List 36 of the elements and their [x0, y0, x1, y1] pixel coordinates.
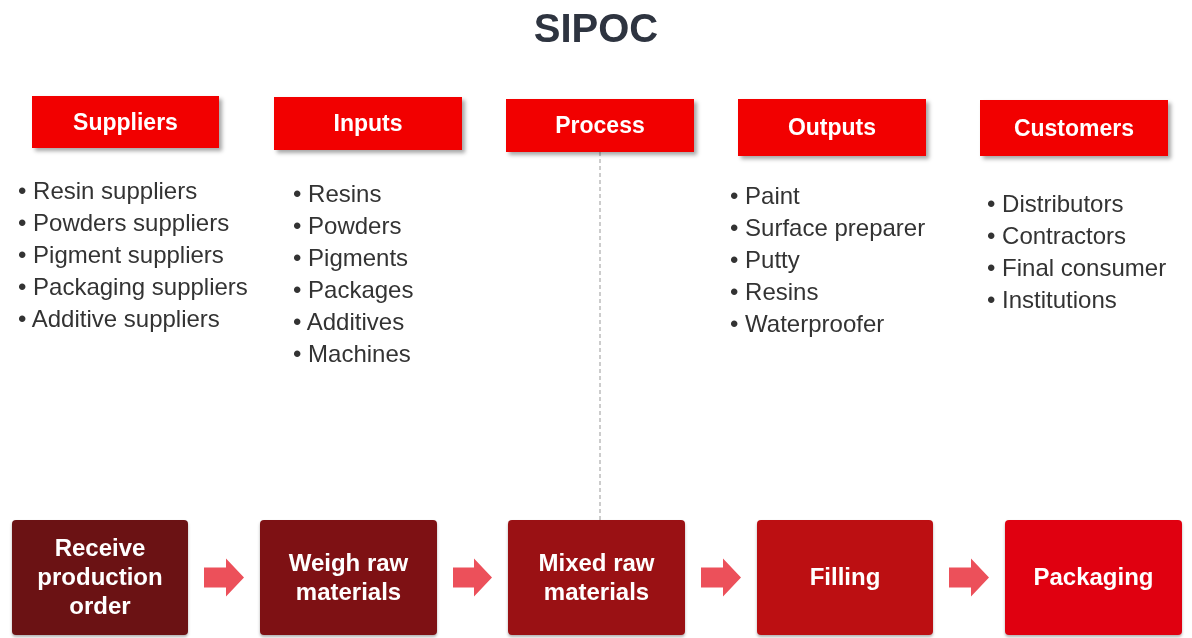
category-header: Inputs: [274, 97, 462, 150]
list-item: • Resins: [730, 277, 820, 307]
category-header: Outputs: [738, 99, 926, 156]
list-item: • Surface preparer: [730, 213, 927, 243]
list-item: • Paint: [730, 181, 801, 211]
block-arrow: [453, 558, 492, 597]
block-arrow: [701, 558, 741, 597]
process-step-box: Packaging: [1005, 520, 1182, 635]
block-arrow: [949, 558, 989, 597]
list-item: • Resin suppliers: [18, 176, 199, 206]
title: SIPOC: [532, 6, 660, 51]
list-item: • Machines: [293, 339, 412, 369]
list-item: • Pigments: [293, 243, 410, 273]
process-step-box: Weigh raw materials: [260, 520, 437, 635]
list-item: • Institutions: [987, 285, 1118, 315]
list-item: • Pigment suppliers: [18, 240, 225, 270]
list-item: • Packages: [293, 275, 415, 305]
process-step-box: Mixed raw materials: [508, 520, 685, 635]
category-header: Customers: [980, 100, 1168, 156]
process-step-box: Filling: [757, 520, 933, 635]
list-item: • Additives: [293, 307, 406, 337]
block-arrow: [204, 558, 244, 597]
list-item: • Final consumer: [987, 253, 1168, 283]
list-item: • Powders: [293, 211, 403, 241]
list-item: • Putty: [730, 245, 801, 275]
category-header: Suppliers: [32, 96, 219, 148]
dashed-connector: [599, 151, 601, 521]
list-item: • Resins: [293, 179, 383, 209]
list-item: • Waterproofer: [730, 309, 886, 339]
list-item: • Distributors: [987, 189, 1125, 219]
list-item: • Packaging suppliers: [18, 272, 249, 302]
list-item: • Contractors: [987, 221, 1128, 251]
process-step-box: Receive production order: [12, 520, 188, 635]
list-item: • Additive suppliers: [18, 304, 221, 334]
list-item: • Powders suppliers: [18, 208, 231, 238]
category-header: Process: [506, 99, 694, 152]
